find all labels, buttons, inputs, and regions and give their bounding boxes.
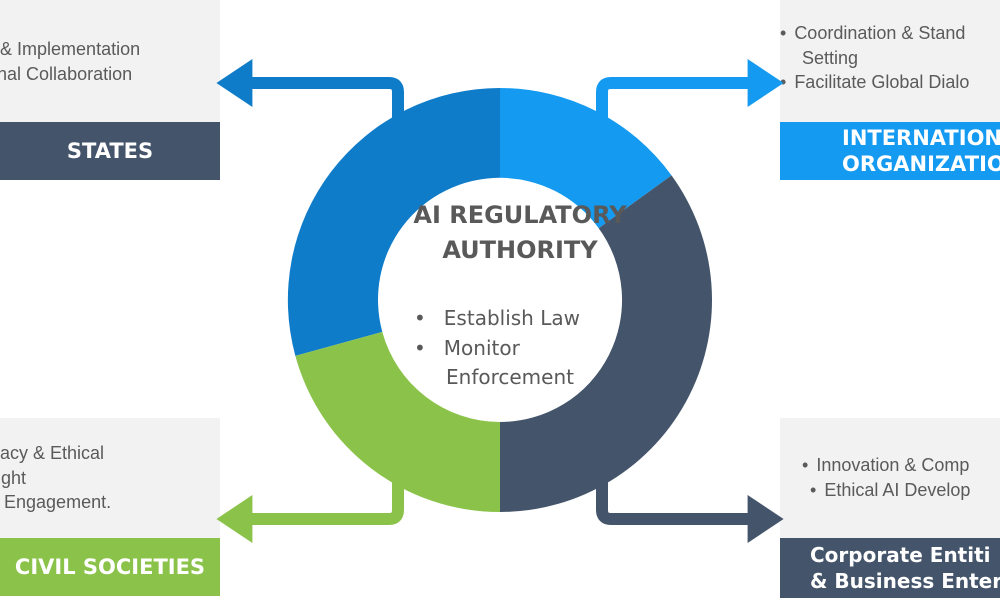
- corporate-label: Corporate Entiti & Business Enterp: [780, 538, 1000, 598]
- civil-line: ersight: [0, 467, 27, 488]
- arrow-civil: [216, 478, 404, 543]
- states-line: rnational Collaboration: [0, 63, 133, 84]
- corporate-bullet: Innovation & Comp: [802, 453, 970, 478]
- corporate-line: Innovation & Comp: [816, 455, 970, 475]
- center-title: AI REGULATORY AUTHORITY: [395, 198, 645, 268]
- center-list: Establish Law Monitor Enforcement: [414, 304, 580, 393]
- international-line: Coordination & Stand: [794, 23, 966, 43]
- states-text: lation & Implementation rnational Collab…: [0, 37, 140, 86]
- center-title-line2: AUTHORITY: [442, 236, 598, 264]
- international-bullet: Coordination & Stand: [780, 21, 969, 46]
- civil-panel: [0, 418, 220, 538]
- ring-segment-civil: [295, 331, 500, 513]
- international-text: Coordination & Stand Setting Facilitate …: [780, 21, 969, 95]
- states-line: lation & Implementation: [0, 39, 141, 59]
- center-item-text: Monitor: [443, 335, 520, 360]
- international-line: Setting: [802, 47, 859, 68]
- corporate-text: Innovation & Comp Ethical AI Develop: [802, 453, 970, 502]
- arrow-states: [216, 59, 404, 122]
- international-label-line1: INTERNATION: [842, 126, 1000, 150]
- center-list-item: Establish Law: [414, 304, 580, 334]
- center-list-item: Monitor: [414, 334, 580, 364]
- corporate-line: Ethical AI Develop: [824, 479, 971, 500]
- states-label: STATES: [0, 122, 220, 180]
- center-item-text: Establish Law: [443, 306, 580, 330]
- civil-line: vocacy & Ethical: [0, 443, 105, 463]
- corporate-bullet: Ethical AI Develop: [802, 478, 970, 503]
- international-line: Facilitate Global Dialo: [794, 72, 970, 92]
- international-label: INTERNATION ORGANIZATIO: [780, 122, 1000, 180]
- center-title-line1: AI REGULATORY: [413, 201, 627, 229]
- ring-segment-corporate: [500, 175, 712, 512]
- corporate-label-line1: Corporate Entiti: [810, 543, 991, 567]
- civil-line: blic Engagement.: [0, 492, 112, 512]
- international-bullet: Facilitate Global Dialo: [780, 70, 969, 95]
- international-label-line2: ORGANIZATIO: [842, 152, 1000, 176]
- states-label-text: STATES: [66, 139, 154, 163]
- states-panel: [0, 0, 220, 122]
- civil-label: CIVIL SOCIETIES: [0, 538, 220, 596]
- corporate-label-line2: & Business Enterp: [810, 569, 1000, 593]
- arrow-international: [596, 59, 784, 122]
- civil-text: vocacy & Ethical ersight blic Engagement…: [0, 441, 111, 515]
- civil-label-text: CIVIL SOCIETIES: [14, 555, 206, 579]
- arrow-corporate: [596, 478, 784, 543]
- center-list-item: Enforcement: [446, 365, 574, 389]
- ring-segment-states: [287, 87, 500, 356]
- ring-segment-international: [500, 88, 672, 229]
